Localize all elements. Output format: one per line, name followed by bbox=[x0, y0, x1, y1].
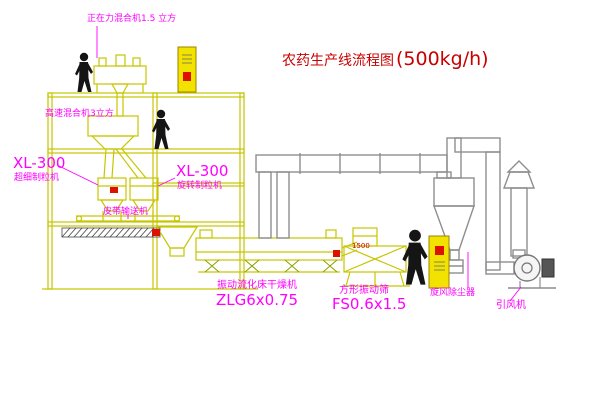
label-dryer-model: ZLG6x0.75 bbox=[216, 291, 299, 309]
feed-hopper bbox=[155, 226, 199, 257]
label-cyclone: 旋风除尘器 bbox=[430, 288, 476, 298]
worker-figure-3 bbox=[402, 229, 428, 285]
label-dryer-name: 振动流化床干燥机 bbox=[217, 280, 297, 291]
floor-hatch bbox=[61, 227, 161, 238]
label-granulator-right-model: XL-300 bbox=[176, 162, 229, 180]
label-granulator-left-name: 超细制粒机 bbox=[14, 173, 60, 183]
label-leader-lines bbox=[56, 26, 522, 302]
hopper-red-gate bbox=[152, 229, 160, 236]
induced-draft-fan bbox=[508, 249, 556, 289]
label-granulator-left-model: XL-300 bbox=[13, 154, 66, 172]
platform-structure bbox=[42, 92, 258, 290]
label-belt-conveyor: 皮带输送机 bbox=[103, 207, 149, 217]
label-sieve-model: FS0.6x1.5 bbox=[332, 295, 407, 313]
label-sieve-dimension: 1500 bbox=[352, 242, 370, 250]
fan-motor bbox=[541, 258, 555, 278]
diagram-title-capacity: (500kg/h) bbox=[396, 48, 489, 70]
vibrating-sieve bbox=[342, 227, 410, 287]
exhaust-stack bbox=[502, 160, 536, 257]
high-speed-mixer bbox=[87, 115, 147, 179]
label-granulator-right-name: 旋转制粒机 bbox=[177, 181, 223, 191]
indicator-light bbox=[183, 72, 191, 81]
worker-figure-1 bbox=[75, 52, 93, 92]
indicator-light bbox=[435, 246, 444, 255]
diagram-title: 农药生产线流程图 (500kg/h) bbox=[282, 48, 489, 70]
dryer-spring-supports bbox=[204, 259, 338, 273]
label-top-mixer: 正在力混合机1.5 立方 bbox=[87, 14, 177, 24]
label-fan: 引风机 bbox=[496, 300, 526, 311]
label-high-speed-mixer: 高速混合机3立方 bbox=[45, 109, 114, 119]
ribbon-mixer bbox=[93, 54, 147, 117]
diagram-title-text: 农药生产线流程图 bbox=[282, 53, 394, 69]
label-sieve-name: 方形振动筛 bbox=[339, 285, 389, 296]
control-cabinet-1 bbox=[177, 46, 197, 93]
exhaust-duct bbox=[255, 153, 452, 239]
dryer-red-mark bbox=[333, 250, 340, 257]
cyclone-separator bbox=[433, 137, 501, 274]
worker-figure-2 bbox=[152, 109, 170, 149]
granulator-red-mark bbox=[110, 187, 118, 193]
control-cabinet-2 bbox=[428, 235, 450, 289]
